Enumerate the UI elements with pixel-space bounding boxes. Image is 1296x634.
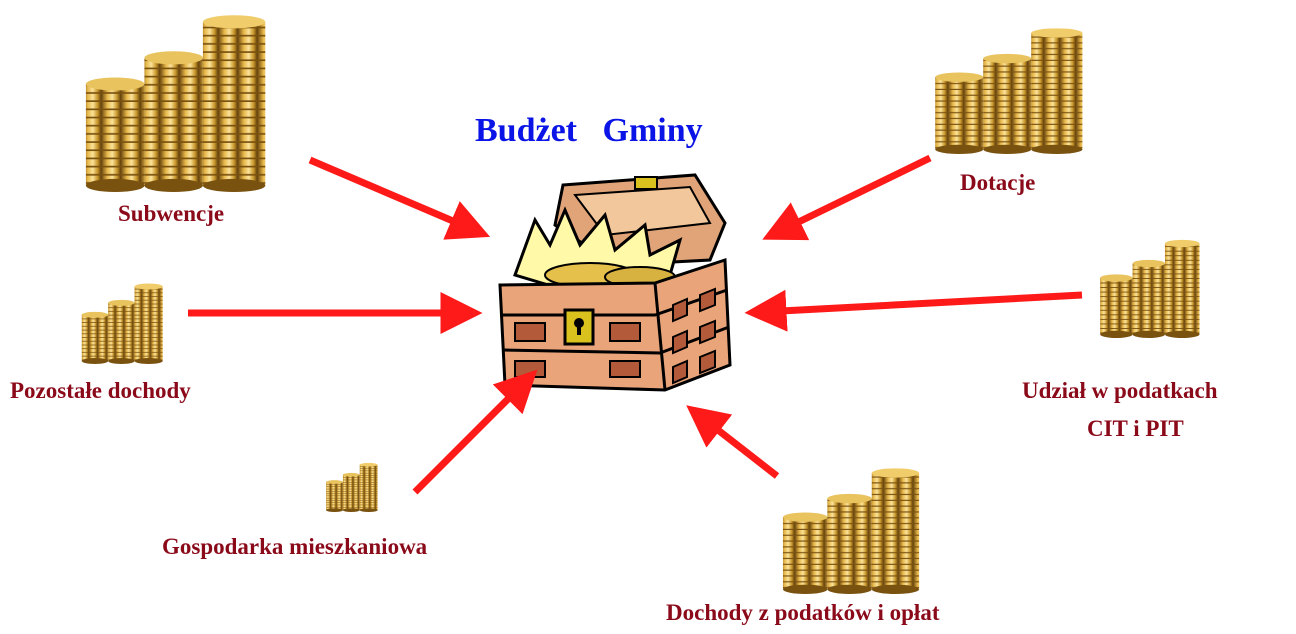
diagram-title: Budżet Gminy [475,112,703,149]
treasure-chest-icon [498,173,732,392]
arrow-udzial [744,289,1083,332]
source-label-dotacje: Dotacje [960,170,1036,195]
source-label-pozostale: Pozostałe dochody [10,378,191,403]
arrow-dochody [686,405,780,479]
source-label-gospodarka: Gospodarka mieszkaniowa [162,534,428,559]
source-label-dochody: Dochody z podatków i opłat [666,600,940,625]
arrow-subwencje [308,156,491,240]
arrow-gospodarka [412,369,538,495]
source-label-udzial-line1: Udział w podatkach [1022,378,1218,403]
arrow-dotacje [762,154,932,241]
source-label-subwencje: Subwencje [118,201,225,226]
source-label-udzial-line2: CIT i PIT [1087,416,1184,441]
